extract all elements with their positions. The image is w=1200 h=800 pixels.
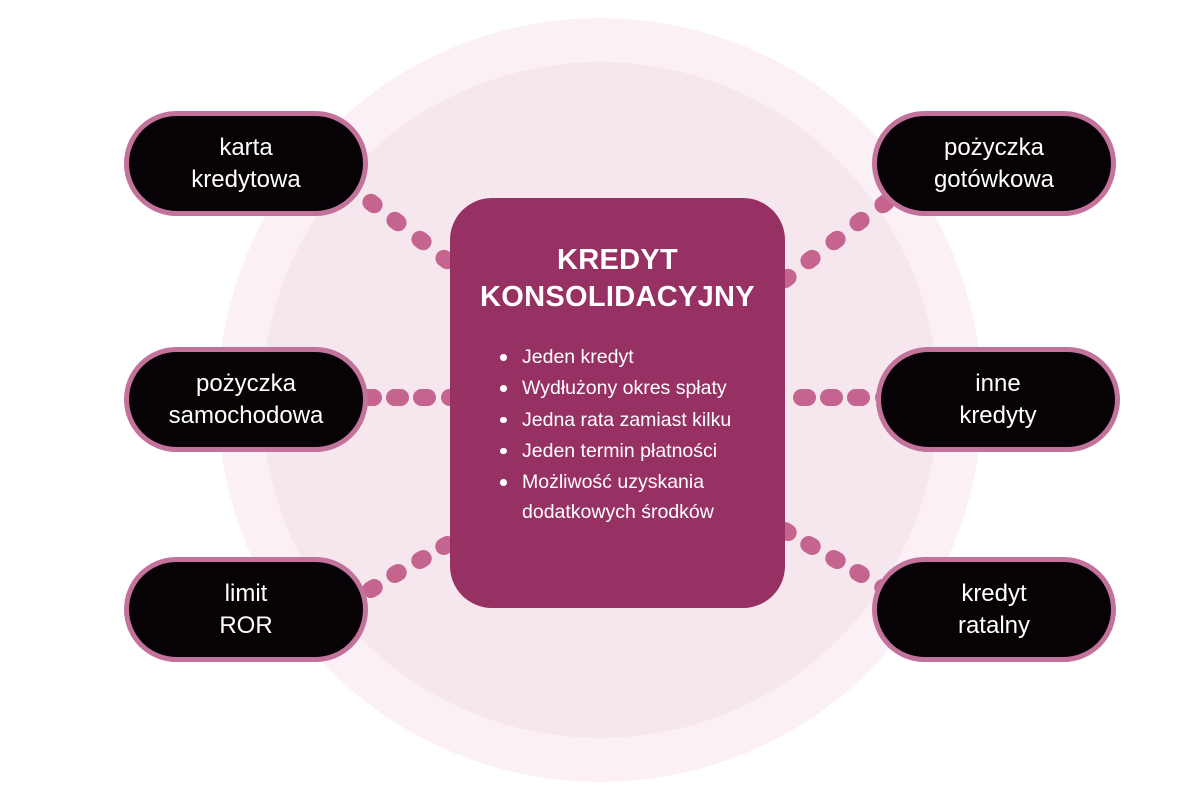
- bullet-dot-icon: [500, 385, 507, 392]
- benefit-item: Jeden termin płatności: [500, 436, 763, 466]
- bullet-dot-icon: [500, 416, 507, 424]
- connector-dash: [846, 561, 873, 587]
- connector-dash: [792, 388, 816, 406]
- node-pill-inne-kredyty[interactable]: inne kredyty: [876, 347, 1120, 452]
- bullet-dot-icon: [500, 447, 507, 455]
- node-pill-label: pożyczka samochodowa: [168, 370, 324, 429]
- connector-dash: [847, 388, 871, 406]
- connector-dash: [385, 388, 409, 406]
- connector-dash: [382, 208, 411, 235]
- connector-dash: [407, 546, 435, 573]
- benefit-item-label: Jedna rata zamiast kilku: [522, 408, 732, 431]
- node-pill-kredyt-ratalny[interactable]: kredyt ratalny: [872, 557, 1116, 662]
- connector-dash: [797, 532, 824, 558]
- connector-dash: [821, 546, 849, 573]
- benefit-item-label: Możliwość uzyskania dodatkowych środków: [522, 471, 714, 524]
- connector-dash: [796, 246, 825, 273]
- benefit-item-label: Jeden kredyt: [522, 346, 634, 369]
- connector-dash: [383, 561, 410, 587]
- connector-dash: [845, 208, 874, 235]
- bullet-dot-icon: [500, 354, 507, 361]
- bullet-dot-icon: [500, 479, 507, 486]
- connector-dash: [358, 189, 386, 217]
- connector-dash: [821, 227, 849, 254]
- node-pill-label: pożyczka gotówkowa: [933, 134, 1055, 193]
- central-card-title: KREDYT KONSOLIDACYJNY: [480, 244, 755, 314]
- node-pill-label: inne kredyty: [959, 370, 1037, 429]
- benefit-item: Jedna rata zamiast kilku: [500, 405, 763, 435]
- node-pill-label: karta kredytowa: [191, 134, 301, 193]
- connector-dash: [413, 388, 437, 406]
- benefit-item-label: Jeden termin płatności: [522, 439, 718, 462]
- benefit-item-label: Wydłużony okres spłaty: [522, 377, 727, 400]
- node-pill-pozyczka-samochodowa[interactable]: pożyczka samochodowa: [124, 347, 368, 452]
- benefit-item: Możliwość uzyskania dodatkowych środków: [500, 467, 763, 527]
- benefit-item: Wydłużony okres spłaty: [500, 373, 763, 403]
- node-pill-label: limit ROR: [219, 580, 273, 639]
- node-pill-pozyczka-gotowkowa[interactable]: pożyczka gotówkowa: [872, 111, 1116, 216]
- node-pill-label: kredyt ratalny: [957, 580, 1031, 639]
- node-pill-limit-ror[interactable]: limit ROR: [124, 557, 368, 662]
- benefit-item: Jeden kredyt: [500, 342, 763, 372]
- connector-dash: [819, 388, 843, 406]
- node-pill-karta-kredytowa[interactable]: karta kredytowa: [124, 111, 368, 216]
- connector-dash: [407, 227, 435, 254]
